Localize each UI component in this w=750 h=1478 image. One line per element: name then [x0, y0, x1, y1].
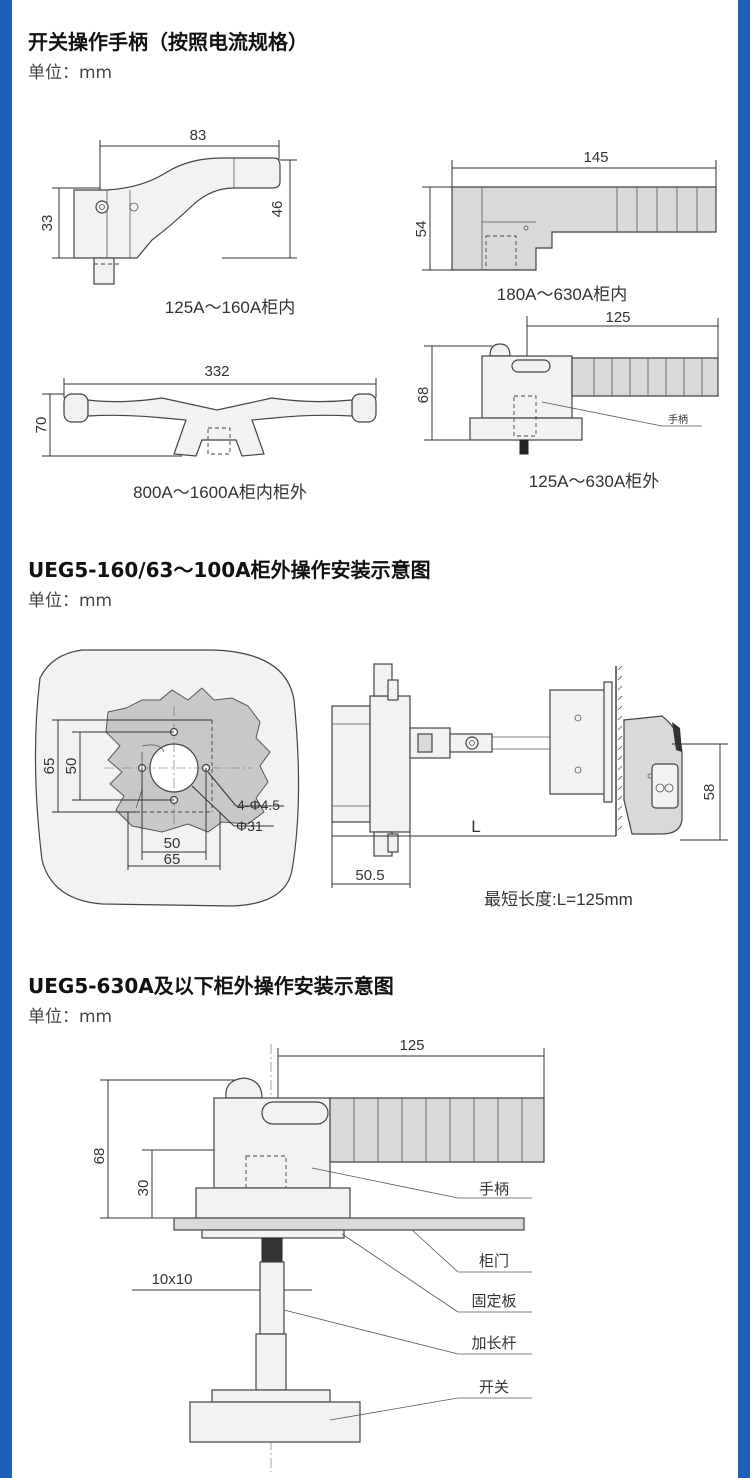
dim-125-h4: 125	[605, 309, 630, 326]
dim-10x10: 10x10	[152, 1271, 193, 1288]
drawings: 83 33 46 125A～160A柜内 145	[33, 127, 728, 1472]
handle-180-630-inner: 145 54 180A～630A柜内	[413, 149, 717, 304]
label-length-L: L	[471, 817, 480, 836]
label-fixing-plate: 固定板	[471, 1292, 516, 1310]
dim-46: 46	[269, 201, 286, 218]
handle-800-1600: 332 70 800A～1600A柜内柜外	[33, 363, 377, 502]
install2-drawing: 125 68 30	[91, 1037, 545, 1472]
dim-68: 68	[415, 387, 432, 404]
label-min-length: 最短长度:L=125mm	[484, 890, 633, 909]
dim-33: 33	[39, 215, 56, 232]
section-unit-handles: 单位：mm	[28, 63, 113, 83]
page: 开关操作手柄（按照电流规格） 单位：mm UEG5-160/63～100A柜外操…	[12, 0, 738, 1478]
caption-125-160: 125A～160A柜内	[165, 298, 295, 317]
caption-180-630: 180A～630A柜内	[497, 285, 627, 304]
dim-70: 70	[33, 417, 50, 434]
dim-83: 83	[190, 127, 207, 144]
label-handle: 手柄	[479, 1181, 509, 1198]
dim-50-h: 50	[164, 835, 181, 852]
section-title-install-630: UEG5-630A及以下柜外操作安装示意图	[28, 974, 394, 998]
label-extension-rod: 加长杆	[471, 1335, 516, 1352]
section-unit-install-630: 单位：mm	[28, 1007, 113, 1027]
dim-145: 145	[583, 149, 608, 166]
dim-65-v: 65	[41, 758, 58, 775]
install1-door-cutout: 65 50 50 65 4-Φ4.5 Φ31	[34, 649, 300, 907]
dim-332: 332	[204, 363, 229, 380]
label-holes: 4-Φ4.5	[237, 797, 280, 813]
dim-68-install2: 68	[91, 1148, 108, 1165]
screw-icon	[95, 200, 109, 214]
label-handle-h4: 手柄	[668, 413, 688, 426]
handle-125-630-outer: 125 68 手柄 125A～630A柜外	[415, 309, 719, 491]
install1-side-view: 50.5 L 58 最短长度:L=125mm	[331, 663, 728, 909]
dim-54: 54	[413, 221, 430, 238]
caption-125-630-outer: 125A～630A柜外	[529, 472, 659, 491]
dim-50-5: 50.5	[355, 867, 384, 884]
label-switch: 开关	[479, 1379, 509, 1396]
section-unit-install-160: 单位：mm	[28, 591, 113, 611]
section-title-handles: 开关操作手柄（按照电流规格）	[28, 30, 308, 54]
dim-65-h: 65	[164, 851, 181, 868]
dim-50-v: 50	[63, 758, 80, 775]
caption-800-1600: 800A～1600A柜内柜外	[133, 483, 307, 502]
dim-58: 58	[701, 784, 718, 801]
label-cabinet-door: 柜门	[479, 1253, 509, 1270]
handle-125-160-inner: 83 33 46 125A～160A柜内	[39, 127, 297, 317]
label-bore: Φ31	[236, 818, 263, 834]
section-title-install-160: UEG5-160/63～100A柜外操作安装示意图	[28, 558, 431, 582]
dim-30: 30	[135, 1180, 152, 1197]
dim-125: 125	[399, 1037, 424, 1054]
